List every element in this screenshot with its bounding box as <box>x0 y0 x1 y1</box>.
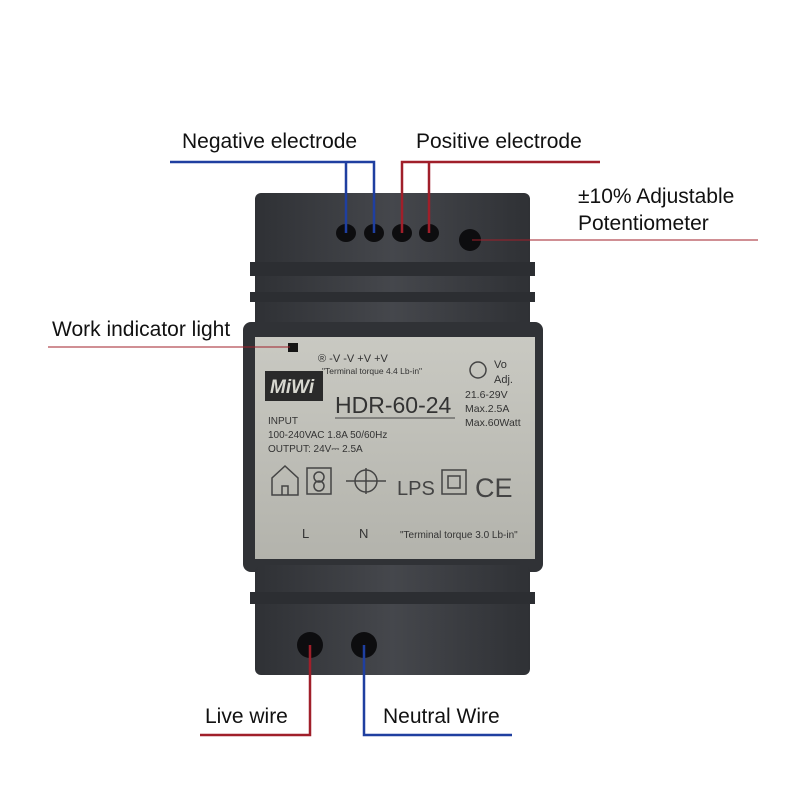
vrange-text: 21.6-29V <box>465 389 508 401</box>
vo-adjust-icon <box>469 361 487 379</box>
work-indicator-label: Work indicator light <box>52 318 231 341</box>
max-watt-text: Max.60Watt <box>465 417 521 429</box>
double-insulation-icon <box>441 469 467 495</box>
torque-top-text: "Terminal torque 4.4 Lb-in" <box>322 366 422 376</box>
potentiometer-knob <box>459 229 481 251</box>
indicator-light <box>288 343 298 352</box>
ce-mark: CE <box>475 473 513 503</box>
potentiometer-label-line1: ±10% Adjustable <box>578 185 735 208</box>
negative-callout-lines <box>170 160 376 233</box>
negative-electrode-label: Negative electrode <box>182 130 358 153</box>
transformer-icon <box>306 467 332 495</box>
adj-text: Adj. <box>494 374 513 386</box>
positive-callout-lines <box>400 160 600 233</box>
model-text: HDR-60-24 <box>335 392 452 418</box>
neutral-callout-line <box>362 645 512 737</box>
power-supply-device: ® -V -V +V +V "Terminal torque 4.4 Lb-in… <box>243 193 543 675</box>
potentiometer-label-line2: Potentiometer <box>578 212 709 235</box>
live-callout-line <box>200 645 312 737</box>
house-icon <box>271 464 299 496</box>
label-plate: ® -V -V +V +V "Terminal torque 4.4 Lb-in… <box>255 337 535 559</box>
bottom-housing <box>255 565 530 675</box>
input-title: INPUT <box>268 416 298 427</box>
safety-mark-icon <box>346 468 386 494</box>
top-ridge-2 <box>250 292 535 302</box>
brand-text: MiWi <box>270 377 315 398</box>
output-spec: OUTPUT: 24V⎓ 2.5A <box>268 444 363 455</box>
live-wire-label: Live wire <box>205 705 288 728</box>
brand-logo <box>265 371 323 401</box>
positive-electrode-label: Positive electrode <box>416 130 582 153</box>
bottom-ridge <box>250 592 535 604</box>
torque-bottom-text: "Terminal torque 3.0 Lb-in" <box>400 530 518 541</box>
terminal-n-label: N <box>359 526 368 541</box>
terminal-l-label: L <box>302 526 309 541</box>
max-current-text: Max.2.5A <box>465 403 509 415</box>
top-ridge <box>250 262 535 276</box>
vo-text: Vo <box>494 359 507 371</box>
lps-mark: LPS <box>397 478 435 500</box>
neutral-wire-label: Neutral Wire <box>383 705 500 728</box>
input-spec: 100-240VAC 1.8A 50/60Hz <box>268 430 387 441</box>
terminals-top-text: ® -V -V +V +V <box>318 353 389 365</box>
